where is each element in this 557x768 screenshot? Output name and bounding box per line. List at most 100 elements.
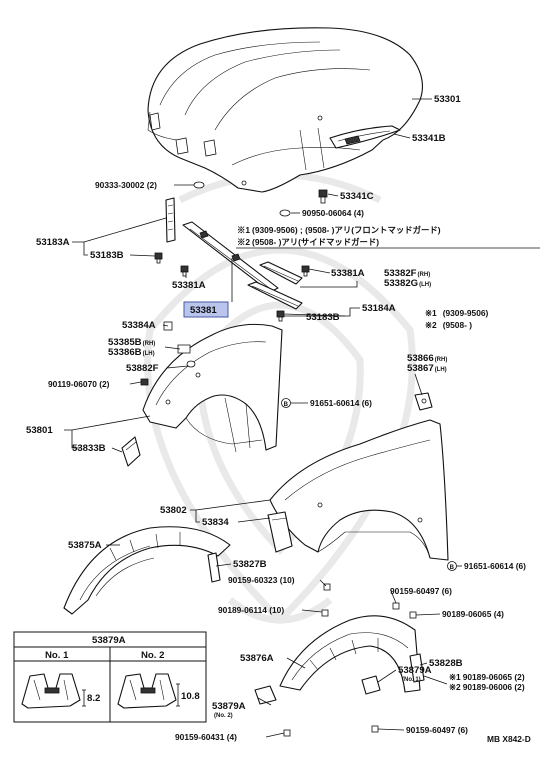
- label-90159-60497-bottom: 90159-60497 (6): [406, 725, 468, 735]
- revision-notes: ※1(9309-9506) ; (9508- )アリ(フロントマッドガード) ※…: [236, 225, 540, 249]
- label-53184a: 53184A: [362, 303, 396, 314]
- fender-seal-53183a[interactable]: [165, 197, 176, 243]
- inset-title: 53879A: [92, 635, 126, 646]
- label-53183b-mid: 53183B: [306, 312, 340, 323]
- clip-icon[interactable]: [371, 725, 379, 733]
- label-53834: 53834: [202, 517, 229, 528]
- front-fender-left-part[interactable]: [142, 323, 283, 453]
- variant-legend: ※1 (9309-9506) ※2 (9508- ): [425, 308, 489, 330]
- label-90159-60323: 90159-60323 (10): [228, 575, 295, 585]
- legend-mark-1: ※1: [425, 308, 437, 318]
- circled-b-icon[interactable]: B: [281, 398, 291, 409]
- svg-text:※2(9508- ): ※2 (9508- ): [425, 320, 472, 330]
- label-53876a: 53876A: [240, 653, 274, 664]
- label-53879a-right: 53879A: [398, 665, 432, 676]
- liner-seal-53828b[interactable]: [409, 653, 425, 683]
- label-53384a: 53384A: [122, 320, 156, 331]
- label-90189-06065-4: 90189-06065 (4): [442, 609, 504, 619]
- diagram-code: MB X842-D: [487, 734, 531, 744]
- highlighted-part-53381[interactable]: 53381: [183, 301, 229, 318]
- label-53382g: 53382G(LH): [384, 278, 431, 289]
- hood-seal-part[interactable]: [329, 125, 401, 149]
- label-53382f: 53382F(RH): [384, 268, 430, 279]
- label-90333-30002: 90333-30002 (2): [95, 180, 157, 190]
- clip-icon[interactable]: [321, 609, 329, 617]
- label-53866: 53866(RH): [407, 353, 447, 364]
- fender-bracket-53833b[interactable]: [121, 436, 141, 467]
- clip-icon[interactable]: [323, 583, 331, 591]
- label-53801: 53801: [26, 425, 53, 436]
- clip-icon[interactable]: [279, 209, 291, 217]
- seal-variant-inset: 53879A No. 1 No. 2 8.2 10.8: [13, 631, 207, 723]
- bolt-icon[interactable]: [276, 310, 285, 322]
- label-53341b: 53341B: [412, 133, 446, 144]
- label-53183b-top: 53183B: [90, 250, 124, 261]
- bolt-icon[interactable]: [301, 265, 310, 277]
- liner-seal-53879a-left[interactable]: [254, 685, 277, 705]
- label-90189-06114: 90189-06114 (10): [218, 605, 284, 615]
- label-90159-60497-top: 90159-60497 (6): [390, 586, 452, 596]
- fender-seal-53381[interactable]: [182, 221, 279, 293]
- cushion-clip-part[interactable]: [193, 181, 205, 189]
- label-53879a-left-sub: (No. 2): [214, 713, 233, 719]
- label-90119-06070: 90119-06070 (2): [48, 379, 110, 389]
- label-53381a-right: 53381A: [331, 268, 365, 279]
- fender-seal-53382f[interactable]: [259, 261, 303, 285]
- clip-icon[interactable]: [177, 344, 191, 354]
- clip-icon[interactable]: [186, 360, 196, 368]
- label-53882f: 53882F: [126, 363, 159, 374]
- label-53833b: 53833B: [72, 443, 106, 454]
- label-53827b: 53827B: [233, 559, 267, 570]
- label-53386b: 53386B(LH): [108, 347, 155, 358]
- seal-no1-drawing: 8.2: [21, 673, 100, 709]
- svg-text:※1(9309-9506): ※1 (9309-9506): [425, 308, 489, 318]
- clip-icon[interactable]: [283, 729, 291, 737]
- inset-col-no2: No. 2: [141, 650, 164, 661]
- bolt-icon[interactable]: [154, 252, 163, 264]
- liner-seal-53879a-right[interactable]: [361, 675, 381, 695]
- bolt-icon[interactable]: [140, 378, 149, 386]
- inset-dim-2: 10.8: [181, 691, 200, 702]
- label-90950-06064: 90950-06064 (4): [302, 208, 364, 218]
- svg-text:※1(9309-9506) ; (9508-: ※1(9309-9506) ; (9508- )アリ(フロントマッドガード): [237, 225, 441, 235]
- label-53301: 53301: [434, 94, 461, 105]
- legend-text-2: (9508- ): [443, 320, 473, 330]
- liner-seal-53827b[interactable]: [207, 552, 221, 583]
- part-labels[interactable]: 53301 53341B 90333-30002 (2) 53341C 9095…: [26, 94, 526, 742]
- label-53879a-left: 53879A: [212, 701, 246, 712]
- label-53867: 53867(LH): [407, 363, 447, 374]
- svg-text:※2(9508- )アリ(サイドマッドガード): ※2(9508- )アリ(サイドマッドガード): [237, 237, 379, 247]
- label-53341c: 53341C: [340, 191, 374, 202]
- inset-col-no1: No. 1: [45, 650, 69, 661]
- label-53385b: 53385B(RH): [108, 337, 155, 348]
- note-text-2: (9508- )アリ(サイドマッドガード): [252, 237, 379, 247]
- svg-text:B: B: [284, 402, 289, 408]
- label-53381: 53381: [190, 305, 217, 316]
- note-text-1: (9309-9506) ; (9508- )アリ(フロントマッドガード): [252, 225, 441, 235]
- circled-b-icon[interactable]: B: [447, 561, 457, 572]
- legend-text-1: (9309-9506): [443, 308, 489, 318]
- fender-bracket-53834[interactable]: [267, 511, 293, 553]
- label-53183a: 53183A: [36, 237, 70, 248]
- label-53381a-left: 53381A: [172, 280, 206, 291]
- front-fender-right-part[interactable]: [269, 419, 449, 561]
- leader-lines: [64, 98, 462, 738]
- clip-icon[interactable]: [409, 611, 417, 619]
- bracket-53866[interactable]: [414, 392, 433, 411]
- fender-seal-53184a[interactable]: [247, 281, 303, 310]
- bolt-icon[interactable]: [180, 265, 189, 277]
- label-53879a-right-sub: (No. 1): [402, 677, 421, 683]
- seal-no2-drawing: 10.8: [117, 673, 200, 709]
- legend-mark-2: ※2: [425, 320, 437, 330]
- hood-part[interactable]: [147, 27, 423, 193]
- clip-icon[interactable]: [392, 602, 400, 610]
- label-90159-60431: 90159-60431 (4): [175, 732, 237, 742]
- note-mark-2: ※2: [237, 237, 250, 247]
- bolt-icon[interactable]: [318, 189, 328, 204]
- fender-liner-right-part[interactable]: [279, 615, 421, 693]
- inset-dim-1: 8.2: [87, 693, 100, 704]
- label-53828b: 53828B: [429, 658, 463, 669]
- fender-liner-left-part[interactable]: [63, 526, 231, 615]
